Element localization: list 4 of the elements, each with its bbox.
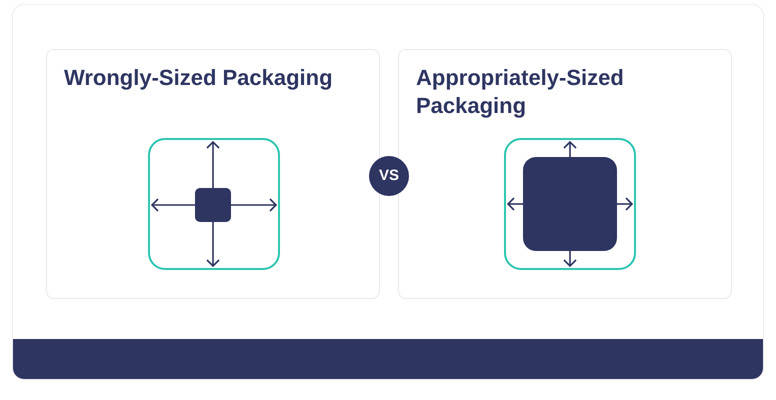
comparison-card: [46, 49, 380, 299]
comparison-card: [398, 49, 732, 299]
card-heading: Wrongly-Sized Packaging: [64, 64, 334, 92]
card-heading: Appropriately-Sized Packaging: [416, 64, 625, 120]
